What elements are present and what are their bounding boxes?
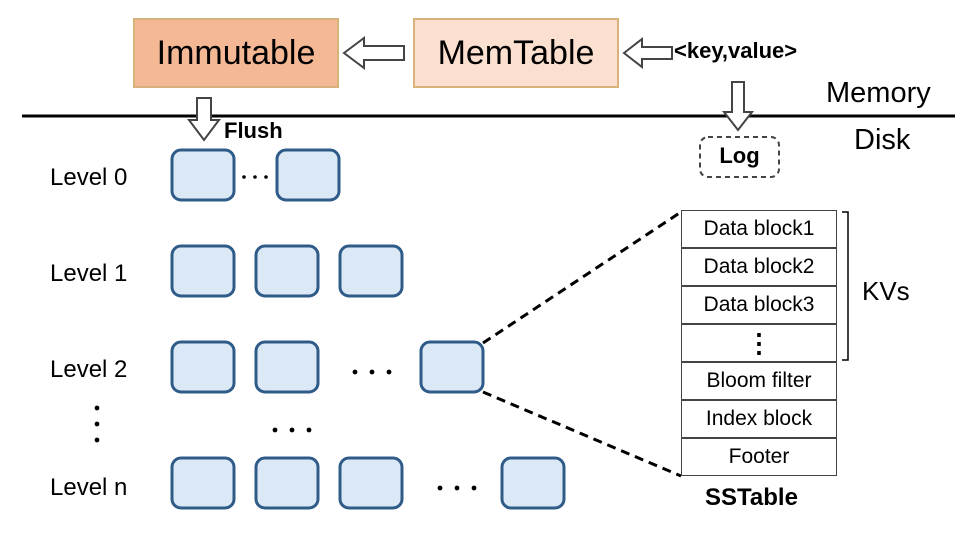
level-label: Level n — [50, 474, 128, 501]
sstable-block — [170, 244, 236, 298]
immutable-memtable-box: Immutable — [133, 18, 339, 88]
sstable-index-block: Index block — [681, 400, 837, 438]
sstable-block — [170, 456, 236, 510]
memtable-box: MemTable — [413, 18, 619, 88]
sstable-footer: Footer — [681, 438, 837, 476]
level-label: Level 2 — [50, 356, 128, 383]
sstable-block — [338, 244, 404, 298]
memtable-label: MemTable — [437, 33, 595, 72]
zoom-line-bottom — [482, 390, 682, 478]
sstable-block — [170, 340, 236, 394]
sstable-bloom-filter: Bloom filter — [681, 362, 837, 400]
sstable-data-block: Data block2 — [681, 248, 837, 286]
log-box — [699, 136, 780, 178]
level-label: Level 1 — [50, 260, 128, 287]
sstable-data-block: Data block1 — [681, 210, 837, 248]
flush-arrow — [187, 97, 221, 142]
memory-label: Memory — [826, 77, 931, 109]
sstable-block — [170, 148, 236, 202]
kvs-bracket — [842, 211, 849, 361]
input-key-value-label: <key,value> — [674, 38, 798, 63]
ellipsis-dots — [94, 175, 477, 491]
sstable-block — [275, 148, 341, 202]
memtable-to-immutable-arrow — [342, 36, 405, 70]
zoom-line-top — [482, 210, 682, 345]
sstable-block-zoomed — [419, 340, 485, 394]
sstable-block — [338, 456, 404, 510]
flush-label: Flush — [224, 118, 283, 143]
log-label: Log — [719, 143, 760, 168]
sstable-data-block-ellipsis: ⋮ — [681, 324, 837, 362]
sstable-block — [500, 456, 566, 510]
kvs-label: KVs — [862, 276, 910, 306]
sstable-block — [254, 340, 320, 394]
level-label: Level 0 — [50, 164, 128, 191]
log-arrow — [721, 81, 755, 132]
sstable-title: SSTable — [705, 484, 798, 511]
immutable-label: Immutable — [156, 33, 316, 72]
sstable-data-block: Data block3 — [681, 286, 837, 324]
sstable-block — [254, 456, 320, 510]
disk-label: Disk — [854, 124, 911, 156]
sstable-block — [254, 244, 320, 298]
input-to-memtable-arrow — [622, 36, 673, 70]
